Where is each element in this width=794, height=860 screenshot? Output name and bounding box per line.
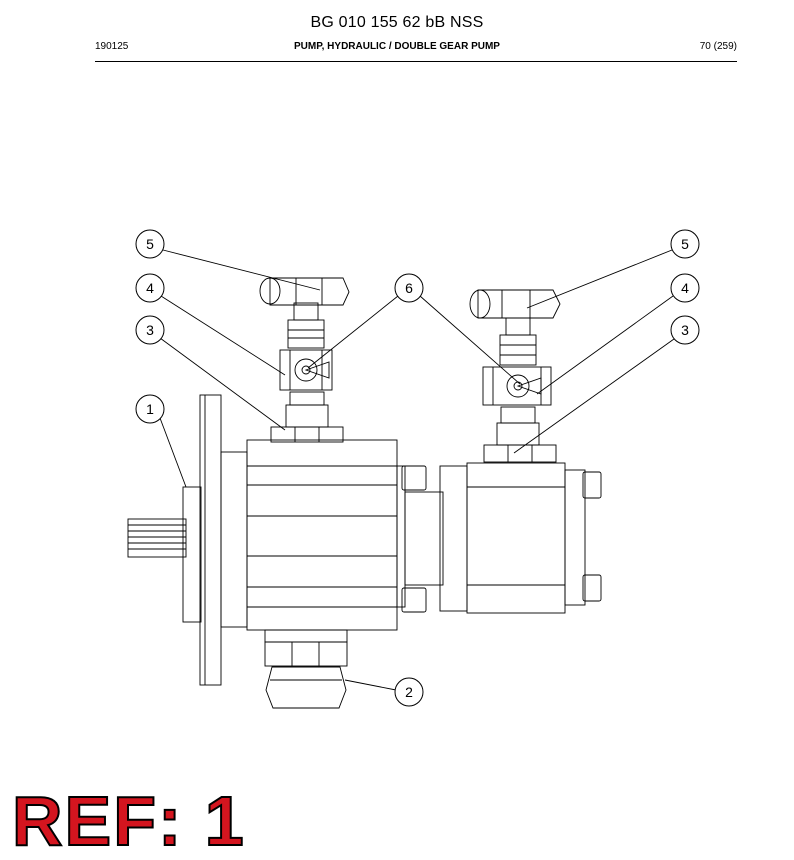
svg-text:5: 5	[681, 236, 689, 252]
leader-lines	[159, 249, 675, 691]
section-title: PUMP, HYDRAULIC / DOUBLE GEAR PUMP	[294, 41, 500, 52]
svg-text:4: 4	[681, 280, 689, 296]
svg-text:5: 5	[146, 236, 154, 252]
right-valve-4	[482, 366, 552, 406]
doc-number: 190125	[95, 41, 129, 52]
document-title: BG 010 155 62 bB NSS	[310, 14, 484, 31]
callout-5-right: 5	[670, 229, 700, 259]
svg-text:1: 1	[146, 401, 154, 417]
right-tee-5	[477, 289, 561, 319]
callout-1: 1	[135, 394, 165, 424]
tie-bolt-head	[401, 587, 427, 613]
callout-3-right: 3	[670, 315, 700, 345]
header-rule	[95, 61, 737, 62]
page-number: 70 (259)	[699, 41, 737, 52]
pump-body-lines	[127, 277, 602, 709]
callout-5-left: 5	[135, 229, 165, 259]
mounting-flange-face	[182, 486, 202, 623]
front-pump-housing	[246, 439, 398, 631]
bottom-nut	[264, 641, 348, 667]
drive-shaft	[127, 518, 187, 558]
callout-4-right: 4	[670, 273, 700, 303]
svg-text:2: 2	[405, 684, 413, 700]
callout-3-left: 3	[135, 315, 165, 345]
right-adapter-3	[483, 444, 557, 463]
tie-bolt-head	[401, 465, 427, 491]
callout-4-left: 4	[135, 273, 165, 303]
bottom-port-fitting	[265, 666, 347, 709]
svg-text:6: 6	[405, 280, 413, 296]
left-valve-4	[279, 349, 333, 391]
right-valve-handle-6	[506, 374, 530, 398]
left-tee-5	[269, 277, 350, 306]
callout-2: 2	[394, 677, 424, 707]
mounting-flange	[199, 394, 222, 686]
rear-pump-housing	[466, 462, 566, 614]
reference-label: REF: 1	[11, 782, 246, 860]
front-cover	[220, 451, 248, 628]
bottom-adapter	[264, 629, 348, 643]
callout-6: 6	[394, 273, 424, 303]
intermediate-section	[404, 491, 444, 586]
svg-text:3: 3	[681, 322, 689, 338]
left-valve-handle-6	[294, 358, 318, 382]
svg-text:3: 3	[146, 322, 154, 338]
svg-text:4: 4	[146, 280, 154, 296]
